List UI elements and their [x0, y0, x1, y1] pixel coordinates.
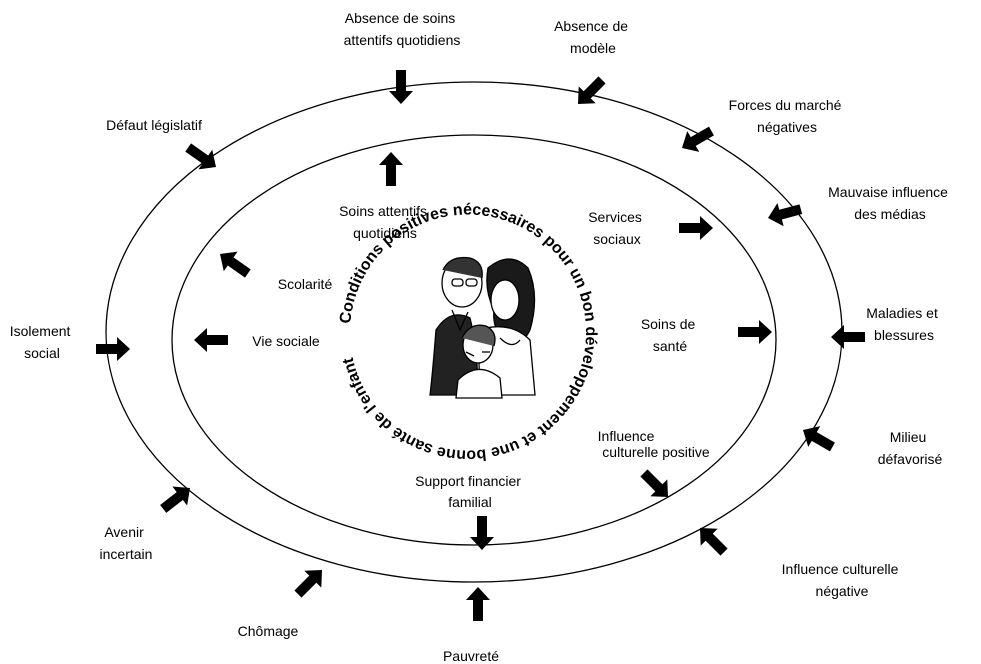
label-milieu: Milieu défavorisé — [878, 429, 943, 467]
label-defaut-legislatif: Défaut législatif — [106, 117, 202, 133]
arrow-absence-soins — [389, 70, 413, 104]
label-isolement: Isolement social — [10, 323, 75, 361]
arrow-services-sociaux — [679, 216, 713, 240]
label-mauvaise-influence: Mauvaise influence des médias — [828, 184, 952, 222]
arrow-maladies — [831, 325, 865, 349]
label-support-financier: Support financier familial — [415, 473, 525, 510]
arrow-soins-sante — [738, 320, 772, 344]
label-soins-sante: Soins de santé — [641, 316, 699, 354]
arrow-chomage — [294, 570, 322, 598]
arrow-pauvrete — [466, 587, 490, 621]
label-absence-soins: Absence de soins attentifs quotidiens — [344, 10, 461, 48]
arrow-influence-positive — [640, 469, 668, 497]
arrow-absence-modele — [578, 76, 606, 104]
arrow-avenir — [160, 486, 190, 513]
label-scolarite: Scolarité — [278, 276, 333, 292]
label-chomage: Chômage — [238, 623, 299, 639]
arrow-defaut-legislatif — [185, 143, 216, 170]
arrow-support-financier — [470, 516, 494, 550]
label-maladies: Maladies et blessures — [866, 305, 941, 343]
label-pauvrete: Pauvreté — [443, 648, 499, 664]
arrow-influence-negative — [700, 528, 728, 556]
label-forces-marche: Forces du marché négatives — [729, 97, 846, 135]
label-absence-modele: Absence de modèle — [554, 18, 632, 56]
arrow-scolarite — [220, 251, 251, 278]
arrow-milieu — [803, 426, 835, 452]
label-vie-sociale: Vie sociale — [252, 333, 320, 349]
arrows-group — [96, 70, 865, 621]
arrow-forces-marche — [682, 126, 714, 152]
label-influence-negative: Influence culturelle négative — [782, 561, 903, 599]
label-services-sociaux: Services sociaux — [588, 209, 646, 247]
arrow-vie-sociale — [194, 328, 228, 352]
label-soins-attentifs: Soins attentifs quotidiens — [339, 203, 431, 241]
arrow-mauvaise-influence — [768, 203, 803, 227]
inner-ring — [171, 134, 777, 546]
family-illustration — [429, 256, 536, 399]
arrow-soins-attentifs — [379, 152, 403, 186]
label-avenir: Avenir incertain — [100, 524, 153, 562]
arrow-isolement — [96, 337, 130, 361]
label-influence-positive: Influence culturelle positive — [598, 428, 710, 460]
